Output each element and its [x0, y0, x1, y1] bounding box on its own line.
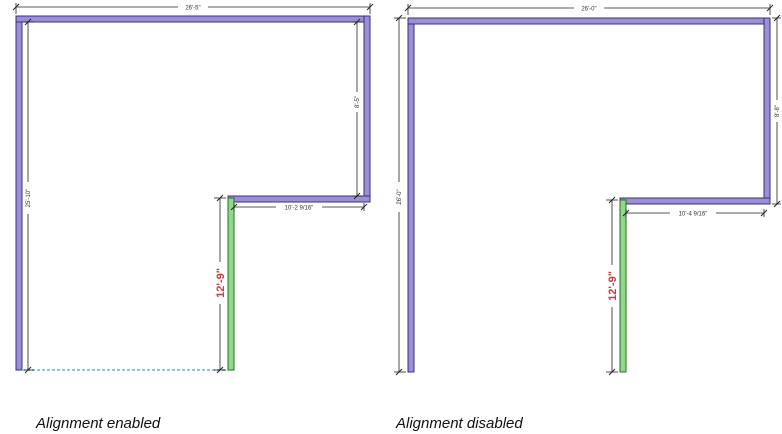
- selected-wall[interactable]: [619, 199, 627, 373]
- panel-alignment-disabled: 26'-0" 26'-0" 8'-8": [394, 4, 781, 376]
- dimension-top-label: 26'-0": [581, 7, 596, 13]
- wall-inner-horizontal[interactable]: [619, 197, 771, 205]
- wall-right[interactable]: [763, 17, 771, 205]
- wall-right[interactable]: [363, 15, 371, 203]
- dimension-right: 8'-5": [352, 18, 362, 200]
- wall-top[interactable]: [407, 17, 771, 25]
- dimension-right-label: 8'-8": [775, 105, 781, 117]
- wall-top[interactable]: [15, 15, 371, 23]
- wall-left[interactable]: [15, 15, 23, 371]
- dimension-top-label: 26'-5": [185, 6, 200, 12]
- caption-alignment-disabled: Alignment disabled: [396, 415, 523, 432]
- dimension-top: 26'-5": [12, 3, 374, 14]
- dimension-selected-label[interactable]: 12'-9": [607, 271, 619, 301]
- wall-outline[interactable]: [15, 15, 371, 371]
- dimension-inner: 10'-4 9/16": [622, 209, 768, 218]
- dimension-right-label: 8'-5": [355, 96, 361, 108]
- wall-left[interactable]: [407, 17, 415, 373]
- panel-alignment-enabled: 26'-5" 25'-10" 8'-5": [12, 3, 374, 374]
- selected-wall[interactable]: [227, 197, 235, 371]
- dimension-selected: 12'-9": [605, 196, 619, 376]
- dimension-left-label: 25'-10": [26, 189, 32, 208]
- dimension-selected-label[interactable]: 12'-9": [215, 268, 227, 298]
- wall-outline[interactable]: [407, 17, 771, 373]
- dimension-left: 26'-0": [394, 14, 406, 376]
- dimension-top: 26'-0": [404, 4, 774, 15]
- dimension-inner: 10'-2 9/16": [230, 203, 368, 212]
- wall-inner-horizontal[interactable]: [227, 195, 371, 203]
- dimension-left-label: 26'-0": [397, 189, 403, 204]
- caption-alignment-enabled: Alignment enabled: [36, 415, 161, 432]
- dimension-inner-label: 10'-2 9/16": [285, 206, 314, 212]
- dimension-right: 8'-8": [772, 14, 781, 208]
- dimension-left: 25'-10": [24, 18, 34, 374]
- dimension-inner-label: 10'-4 9/16": [679, 212, 708, 218]
- dimension-selected: 12'-9": [213, 194, 227, 374]
